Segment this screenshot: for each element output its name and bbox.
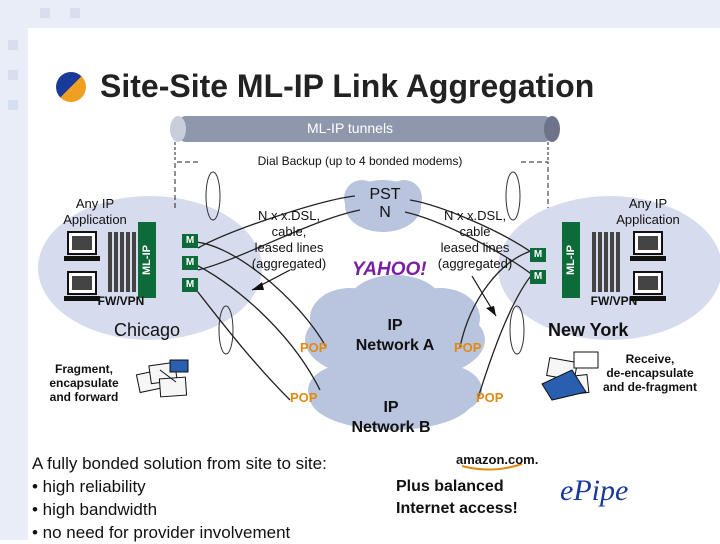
right-link-line: N x x.DSL, <box>443 208 507 223</box>
pop-label-b-right: POP <box>476 390 504 405</box>
balanced-access-label: Plus balanced Internet access! <box>396 476 518 520</box>
bundle-lens-left-lower <box>218 305 234 355</box>
left-computer-bottom <box>64 271 100 301</box>
pstn-label-line: N <box>379 204 391 221</box>
tunnels-bar-left-cap <box>170 116 186 142</box>
right-site-ellipse <box>498 196 720 340</box>
right-app-label-line: Application <box>616 212 680 227</box>
right-link-line: leased lines <box>440 240 510 255</box>
left-connections <box>189 195 361 401</box>
top-decor-bar <box>0 0 720 28</box>
left-action-line: Fragment, <box>54 362 113 376</box>
left-link-line: N x x.DSL, <box>257 208 321 223</box>
bundle-lens-right <box>505 171 521 221</box>
feature-item: • high reliability <box>32 477 146 496</box>
right-connections <box>404 199 535 399</box>
decor-square <box>8 40 18 50</box>
balanced-line: Plus balanced <box>396 478 504 495</box>
right-action-line: Receive, <box>625 352 675 366</box>
right-envelopes-icon <box>541 351 599 401</box>
left-link-line: cable, <box>271 224 307 239</box>
left-envelopes-icon <box>135 359 189 398</box>
pstn-cloud <box>344 180 422 232</box>
network-b-label: IP Network B <box>336 398 446 438</box>
right-app-label-line: Any IP <box>628 196 668 211</box>
decor-square <box>8 100 18 110</box>
left-action-line: and forward <box>49 390 119 404</box>
decor-square <box>70 8 80 18</box>
epipe-logo: ePipe <box>560 474 629 507</box>
balanced-line: Internet access! <box>396 500 518 517</box>
left-app-label: Any IP Application <box>50 196 140 228</box>
left-action-label: Fragment, encapsulate and forward <box>36 362 132 404</box>
network-b-line: IP <box>383 399 399 416</box>
right-computer-top <box>630 231 666 261</box>
pop-label-a-left: POP <box>300 340 328 355</box>
right-modem-1: M <box>530 248 546 262</box>
tunnels-bar-right-cap <box>544 116 560 142</box>
network-a-label: IP Network A <box>340 316 450 356</box>
amazon-logo: amazon.com. <box>456 452 539 467</box>
pop-label-a-right: POP <box>454 340 482 355</box>
right-link-label: N x x.DSL, cable leased lines (aggregate… <box>428 208 522 272</box>
left-computer-top <box>64 231 100 261</box>
left-mlip-box: ML-IP <box>138 222 156 298</box>
right-modem-2: M <box>530 270 546 284</box>
bundle-lens-right-lower <box>509 305 525 355</box>
right-action-line: de-encapsulate <box>606 366 694 380</box>
network-a-line: Network A <box>355 337 435 354</box>
left-link-label: N x x.DSL, cable, leased lines (aggregat… <box>244 208 334 272</box>
left-app-label-line: Application <box>63 212 127 227</box>
left-fw-label: FW/VPN <box>97 294 145 308</box>
right-mlip-label: ML-IP <box>565 245 577 275</box>
network-b-line: Network B <box>351 419 431 436</box>
decor-square <box>40 8 50 18</box>
tunnels-bar <box>178 116 552 142</box>
dial-backup-label: Dial Backup (up to 4 bonded modems) <box>200 154 520 168</box>
bundle-lens-left <box>205 171 221 221</box>
tunnels-label: ML-IP tunnels <box>306 120 394 136</box>
decor-square <box>8 70 18 80</box>
left-link-line: (aggregated) <box>251 256 327 271</box>
network-a-cloud <box>305 275 485 382</box>
title-logo-icon <box>56 72 86 102</box>
amazon-smile <box>461 463 523 471</box>
feature-item: • high bandwidth <box>32 500 158 519</box>
left-link-line: leased lines <box>254 240 324 255</box>
side-decor-bar <box>0 0 28 540</box>
pstn-label: PST N <box>360 186 410 222</box>
network-a-line: IP <box>387 317 403 334</box>
right-fw-label: FW/VPN <box>590 294 638 308</box>
left-mlip-label: ML-IP <box>141 245 153 275</box>
left-modem-2: M <box>182 256 198 270</box>
right-computer-bottom <box>630 271 666 301</box>
right-app-label: Any IP Application <box>600 196 696 228</box>
right-link-line: cable <box>459 224 491 239</box>
pstn-label-line: PST <box>369 186 401 203</box>
left-action-line: encapsulate <box>49 376 119 390</box>
network-b-cloud <box>308 364 482 430</box>
feature-heading: A fully bonded solution from site to sit… <box>32 454 327 473</box>
yahoo-logo: YAHOO! <box>352 259 427 280</box>
right-link-line: (aggregated) <box>437 256 513 271</box>
right-mlip-box: ML-IP <box>562 222 580 298</box>
right-city-label: New York <box>548 320 629 340</box>
left-router <box>108 232 136 292</box>
feature-list: A fully bonded solution from site to sit… <box>32 452 327 544</box>
right-router <box>592 232 620 292</box>
page-title: Site-Site ML-IP Link Aggregation <box>100 68 595 104</box>
left-app-label-line: Any IP <box>75 196 115 211</box>
left-city-label: Chicago <box>114 320 181 340</box>
feature-item: • no need for provider involvement <box>32 523 291 542</box>
pop-label-b-left: POP <box>290 390 318 405</box>
right-action-line: and de-fragment <box>602 380 697 394</box>
right-action-label: Receive, de-encapsulate and de-fragment <box>600 352 700 394</box>
left-modem-3: M <box>182 278 198 292</box>
left-modem-1: M <box>182 234 198 248</box>
